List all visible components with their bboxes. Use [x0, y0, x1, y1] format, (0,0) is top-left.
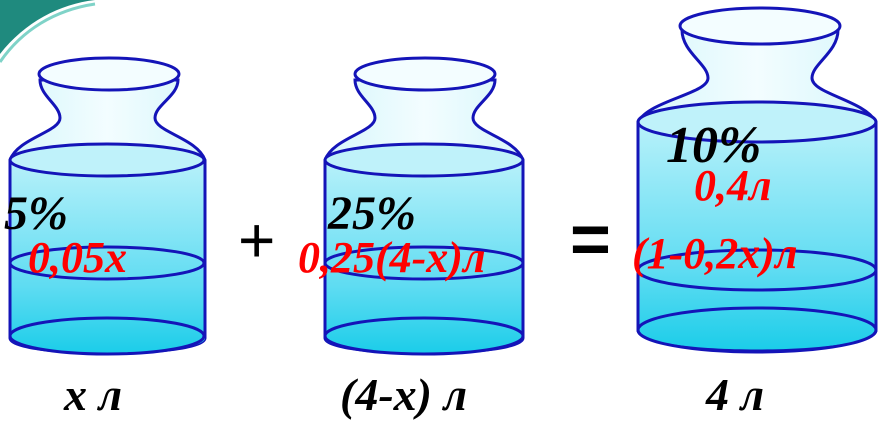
jar-1-percent-label: 5%: [4, 187, 68, 240]
jar-2-percent-label: 25%: [328, 187, 416, 240]
jar-2-volume-label: (4-x) л: [340, 369, 468, 420]
jar-2-liquid-surface: [323, 142, 525, 178]
jar-1-solute-expression: 0,05x: [28, 233, 127, 282]
corner-frame-decoration: [0, 0, 95, 54]
jar-3-volume-label: 4 л: [706, 369, 765, 420]
jar-1-rim: [37, 56, 181, 92]
jar-1-liquid-surface: [8, 142, 206, 178]
jar-3-liquid: [638, 122, 876, 350]
jar-3-solute-top: 0,4л: [694, 161, 772, 210]
jar-2-liquid: [325, 160, 523, 353]
jar-3-rim: [678, 6, 842, 46]
jar-2: [323, 56, 525, 356]
jar-1: [8, 56, 207, 356]
corner-frame-highlight: [0, 2, 96, 63]
jar-3-percent-label: 10%: [666, 117, 762, 174]
jar-1-liquid: [10, 160, 205, 353]
equals-operator: =: [570, 200, 611, 278]
jar-3: [636, 6, 878, 354]
jar-2-solute-expression: 0,25(4-x)л: [298, 233, 486, 282]
jar-3-solute-bottom: (1-0,2x)л: [632, 229, 798, 278]
plus-operator: +: [238, 204, 276, 276]
jar-2-rim: [353, 56, 497, 92]
jar-1-volume-label: x л: [64, 369, 123, 420]
